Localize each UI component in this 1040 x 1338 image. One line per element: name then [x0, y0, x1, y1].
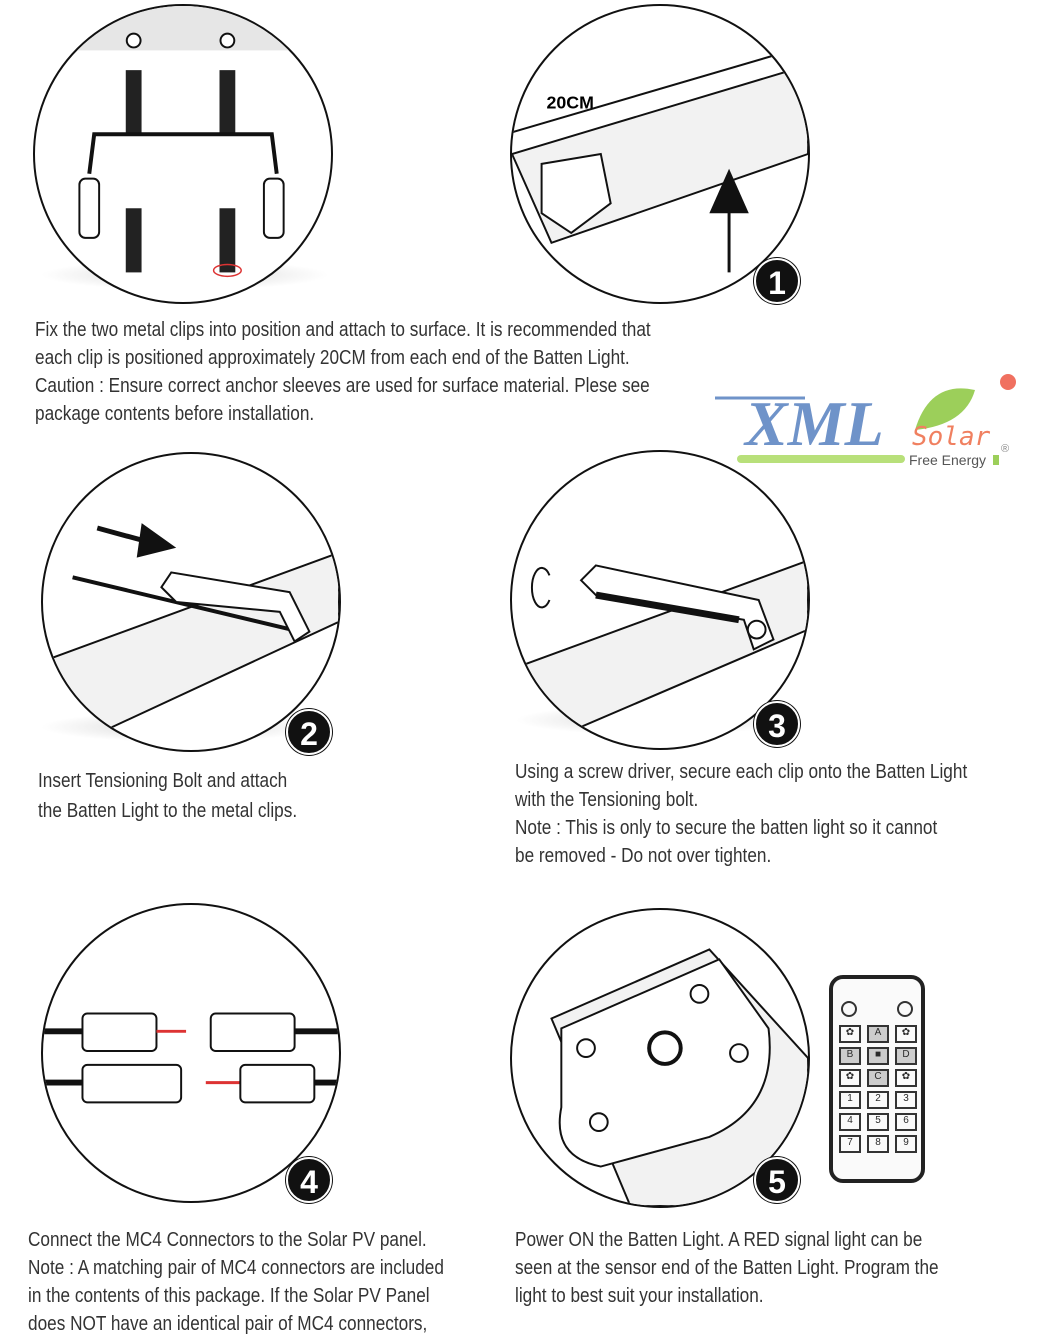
- step3-instructions: Using a screw driver, secure each clip o…: [515, 758, 967, 870]
- step-number-badge: 3: [754, 701, 800, 747]
- remote-key[interactable]: ✿: [839, 1069, 861, 1087]
- remote-key[interactable]: 7: [839, 1135, 861, 1153]
- remote-key[interactable]: 9: [895, 1135, 917, 1153]
- text-line: Insert Tensioning Bolt and attach: [38, 770, 288, 792]
- text-line: Caution : Ensure correct anchor sleeves …: [35, 375, 650, 397]
- step5-power-button-illustration: [510, 908, 810, 1208]
- step-number-badge: 4: [286, 1157, 332, 1203]
- text-line: be removed - Do not over tighten.: [515, 845, 772, 867]
- remote-power-button[interactable]: [841, 1001, 857, 1017]
- text-line: seen at the sensor end of the Batten Lig…: [515, 1257, 939, 1279]
- remote-key[interactable]: 6: [895, 1113, 917, 1131]
- remote-key[interactable]: 2: [867, 1091, 889, 1109]
- xml-solar-logo: XML Solar ® Free Energy: [715, 360, 1035, 470]
- step2-bolt-illustration: [41, 452, 341, 752]
- logo-sub: Solar: [912, 422, 991, 452]
- logo-tagline: Free Energy: [909, 452, 986, 468]
- remote-key[interactable]: B: [839, 1047, 861, 1065]
- remote-key[interactable]: 1: [839, 1091, 861, 1109]
- logo-mark: ®: [1001, 443, 1009, 455]
- step4-mc4-connectors-illustration: [41, 903, 341, 1203]
- remote-key[interactable]: 4: [839, 1113, 861, 1131]
- remote-key[interactable]: ✿: [895, 1025, 917, 1043]
- distance-label: 20CM: [547, 93, 594, 113]
- remote-key[interactable]: 8: [867, 1135, 889, 1153]
- step1-batten-illustration: 20CM: [510, 4, 810, 304]
- step1-clip-illustration: [33, 4, 333, 304]
- remote-off-button[interactable]: [897, 1001, 913, 1017]
- remote-key[interactable]: ✿: [839, 1025, 861, 1043]
- logo-brand: XML: [743, 388, 884, 459]
- text-line: package contents before installation.: [35, 403, 315, 425]
- remote-key[interactable]: ■: [867, 1047, 889, 1065]
- remote-key[interactable]: C: [867, 1069, 889, 1087]
- text-line: Fix the two metal clips into position an…: [35, 319, 651, 341]
- step5-instructions: Power ON the Batten Light. A RED signal …: [515, 1226, 939, 1310]
- text-line: does NOT have an identical pair of MC4 c…: [28, 1313, 428, 1335]
- remote-key[interactable]: D: [895, 1047, 917, 1065]
- text-line: Power ON the Batten Light. A RED signal …: [515, 1229, 923, 1251]
- remote-key[interactable]: 3: [895, 1091, 917, 1109]
- step-number-badge: 2: [286, 709, 332, 755]
- text-line: Note : A matching pair of MC4 connectors…: [28, 1257, 444, 1279]
- text-line: Connect the MC4 Connectors to the Solar …: [28, 1229, 427, 1251]
- text-line: Using a screw driver, secure each clip o…: [515, 761, 968, 783]
- text-line: in the contents of this package. If the …: [28, 1285, 430, 1307]
- text-line: the Batten Light to the metal clips.: [38, 800, 298, 822]
- text-line: light to best suit your installation.: [515, 1285, 764, 1307]
- remote-key[interactable]: A: [867, 1025, 889, 1043]
- step1-instructions: Fix the two metal clips into position an…: [35, 316, 651, 428]
- text-line: each clip is positioned approximately 20…: [35, 347, 630, 369]
- step-number-badge: 5: [754, 1157, 800, 1203]
- remote-key[interactable]: ✿: [895, 1069, 917, 1087]
- text-line: with the Tensioning bolt.: [515, 789, 699, 811]
- step4-instructions: Connect the MC4 Connectors to the Solar …: [28, 1226, 444, 1338]
- step2-instructions: Insert Tensioning Bolt and attach the Bat…: [38, 766, 297, 826]
- remote-control: ✿ A ✿ B ■ D ✿ C ✿ 1 2 3 4 5 6 7 8 9: [829, 975, 925, 1183]
- text-line: Note : This is only to secure the batten…: [515, 817, 938, 839]
- remote-key[interactable]: 5: [867, 1113, 889, 1131]
- step-number-badge: 1: [754, 258, 800, 304]
